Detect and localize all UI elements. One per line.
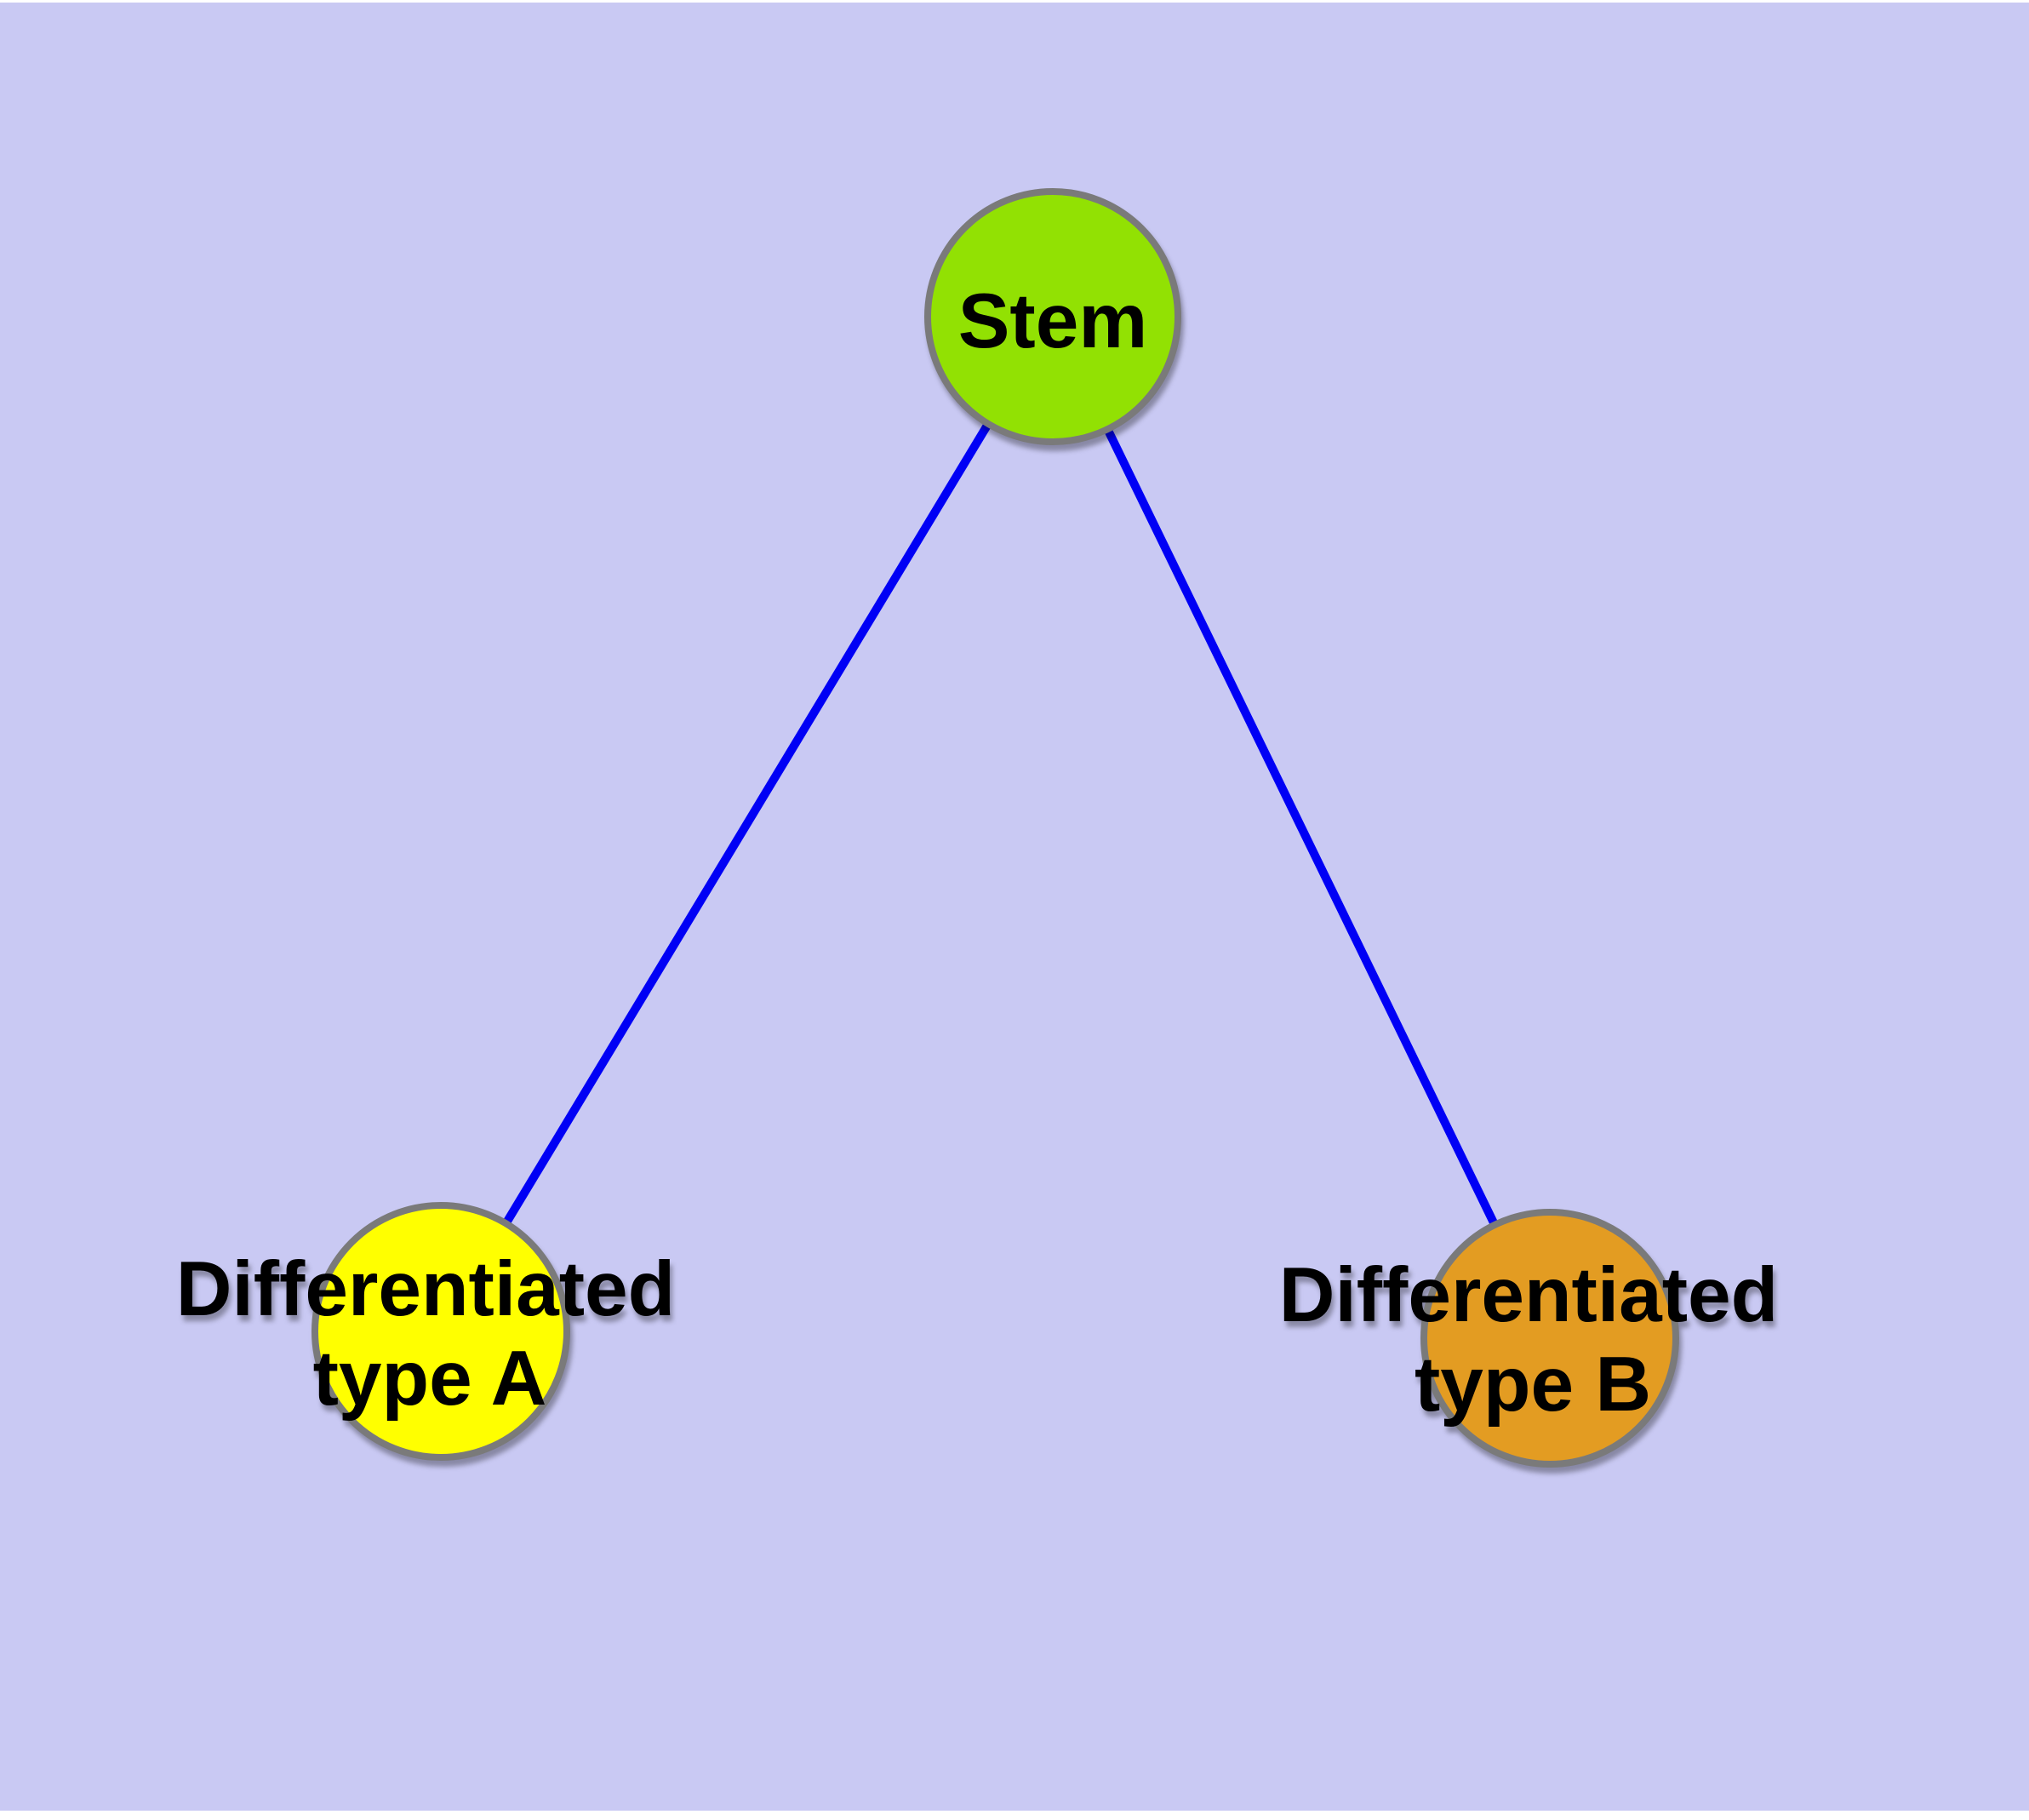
type-b-node-label-line1: Differentiated — [1279, 1252, 1779, 1338]
type-b-node-label-line2: type B — [1415, 1342, 1651, 1428]
stem-node-label: Stem — [958, 278, 1148, 364]
edge-stem-to-type-b — [1049, 314, 1554, 1341]
edge-stem-to-type-a — [437, 314, 1057, 1334]
node-differentiated-type-a[interactable]: Differentiated type A — [176, 1202, 676, 1461]
edge-group — [437, 314, 1554, 1341]
node-differentiated-type-b[interactable]: Differentiated type B — [1279, 1209, 1779, 1468]
type-b-node-circle[interactable] — [1420, 1209, 1679, 1468]
stem-node-circle[interactable] — [924, 188, 1181, 445]
type-a-node-circle[interactable] — [311, 1202, 570, 1461]
node-stem[interactable]: Stem — [924, 188, 1181, 445]
type-a-node-label-line1: Differentiated — [176, 1246, 676, 1332]
type-a-node-label-line2: type A — [313, 1336, 547, 1422]
